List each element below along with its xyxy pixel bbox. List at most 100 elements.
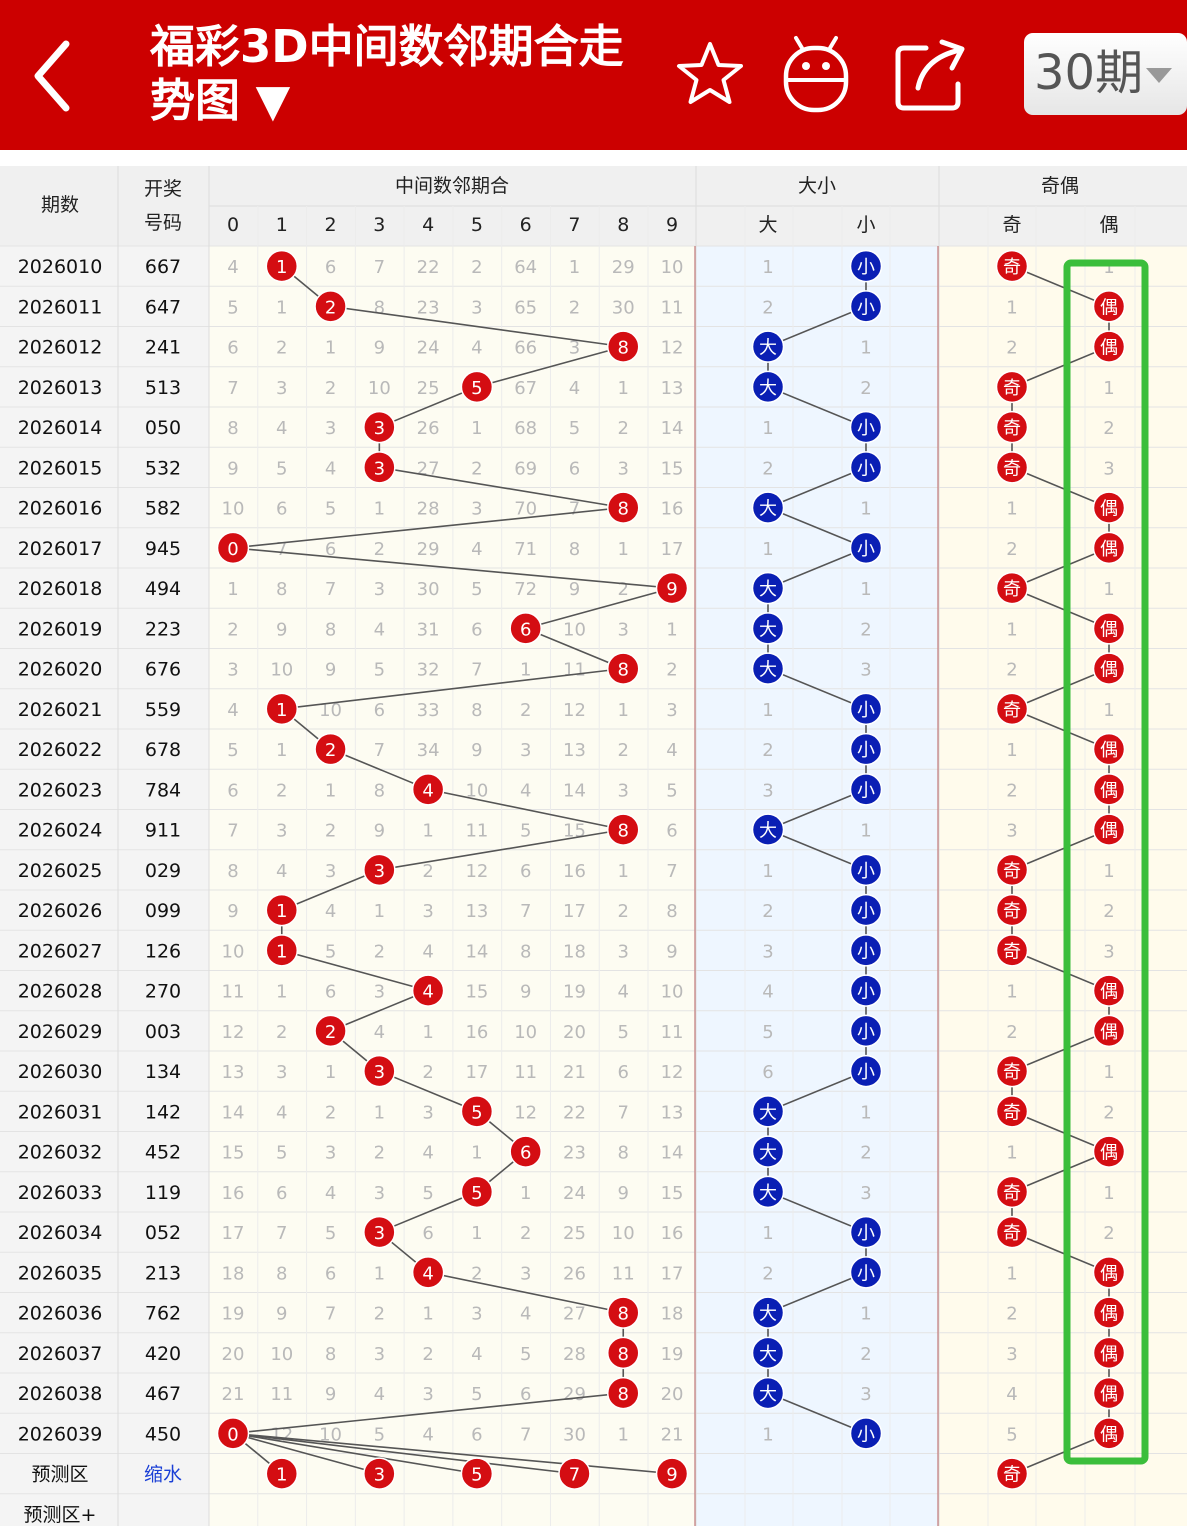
ball-label: 奇 xyxy=(1003,941,1021,962)
omission-number: 14 xyxy=(222,1102,245,1123)
ball-label: 大 xyxy=(759,378,777,399)
ball-label: 4 xyxy=(422,982,433,1003)
ball: 3 xyxy=(363,1215,396,1249)
period-cell: 2026029 xyxy=(18,1021,103,1043)
period-cell: 2026010 xyxy=(18,256,103,278)
omission-number: 10 xyxy=(270,660,293,681)
omission-number: 1 xyxy=(618,378,629,399)
ball-label: 偶 xyxy=(1100,780,1118,801)
ball-circle xyxy=(995,1457,1029,1490)
period-selector-label: 30期 xyxy=(1034,45,1144,101)
omission-number: 2 xyxy=(1103,901,1114,922)
omission-number: 6 xyxy=(325,539,336,560)
omission-number: 8 xyxy=(276,1263,287,1284)
forecast-line xyxy=(232,1432,673,1475)
ball: 偶 xyxy=(1092,732,1126,766)
omission-number: 7 xyxy=(520,1424,531,1445)
ball-circle xyxy=(509,612,542,645)
ball: 6 xyxy=(509,1135,542,1168)
draw-cell: 134 xyxy=(145,1061,181,1083)
omission-number: 1 xyxy=(1103,700,1114,721)
share-icon[interactable] xyxy=(890,34,970,114)
omission-number: 2 xyxy=(471,257,482,278)
omission-number: 1 xyxy=(666,619,677,640)
ball-label: 小 xyxy=(857,257,875,278)
omission-number: 22 xyxy=(563,1102,586,1123)
omission-number: 18 xyxy=(563,941,586,962)
ball-circle xyxy=(1092,330,1126,363)
draw-cell: 762 xyxy=(145,1303,181,1325)
ball-circle xyxy=(751,652,785,685)
ball-label: 0 xyxy=(227,1424,238,1445)
omission-number: 2 xyxy=(422,1062,433,1083)
omission-number: 2 xyxy=(762,901,773,922)
omission-number: 3 xyxy=(860,1183,871,1204)
omission-number: 6 xyxy=(325,1263,336,1284)
omission-number: 2 xyxy=(860,378,871,399)
ball-circle xyxy=(655,1457,689,1490)
omission-number: 5 xyxy=(520,821,531,842)
ball-circle xyxy=(995,1215,1029,1249)
period-cell: 2026023 xyxy=(18,779,103,801)
ball-label: 6 xyxy=(520,619,531,640)
omission-number: 1 xyxy=(1103,1062,1114,1083)
ball-label: 8 xyxy=(618,338,629,359)
ball: 奇 xyxy=(995,1457,1029,1490)
ball-circle xyxy=(606,1336,640,1370)
ball-label: 3 xyxy=(374,1223,385,1244)
ball-label: 偶 xyxy=(1100,821,1118,842)
ball-circle xyxy=(995,853,1029,887)
ball: 偶 xyxy=(1092,1135,1126,1168)
omission-number: 3 xyxy=(618,619,629,640)
ball-circle xyxy=(849,410,883,444)
ball: 3 xyxy=(363,410,396,444)
omission-number: 11 xyxy=(661,1022,684,1043)
ball-circle xyxy=(1092,491,1126,524)
draw-cell: 667 xyxy=(145,256,181,278)
omission-number: 1 xyxy=(618,861,629,882)
omission-number: 1 xyxy=(1006,499,1017,520)
omission-number: 28 xyxy=(417,499,440,520)
period-selector[interactable]: 30期 xyxy=(1024,33,1187,115)
ball: 小 xyxy=(849,290,883,323)
omission-number: 4 xyxy=(422,941,433,962)
android-icon[interactable] xyxy=(776,34,856,114)
omission-number: 64 xyxy=(514,257,537,278)
omission-number: 6 xyxy=(666,821,677,842)
omission-number: 5 xyxy=(374,1424,385,1445)
ball-label: 偶 xyxy=(1100,1384,1118,1405)
omission-number: 23 xyxy=(417,297,440,318)
omission-number: 7 xyxy=(325,579,336,600)
omission-number: 2 xyxy=(471,1263,482,1284)
omission-number: 1 xyxy=(227,579,238,600)
omission-number: 2 xyxy=(325,378,336,399)
omission-number: 7 xyxy=(276,1223,287,1244)
omission-number: 15 xyxy=(661,458,684,479)
omission-number: 8 xyxy=(325,1344,336,1365)
ball-label: 奇 xyxy=(1003,700,1021,721)
page-title[interactable]: 福彩3D中间数邻期合走势图 ▼ xyxy=(150,20,624,127)
omission-number: 2 xyxy=(374,539,385,560)
ball-circle xyxy=(849,451,883,484)
ball-label: 8 xyxy=(618,660,629,681)
omission-number: 2 xyxy=(1103,1223,1114,1244)
omission-number: 4 xyxy=(520,780,531,801)
omission-number: 8 xyxy=(666,901,677,922)
omission-number: 3 xyxy=(374,579,385,600)
omission-number: 18 xyxy=(661,1304,684,1325)
omission-number: 5 xyxy=(471,1384,482,1405)
omission-number: 8 xyxy=(276,579,287,600)
ball: 小 xyxy=(849,1215,883,1249)
omission-number: 2 xyxy=(1006,539,1017,560)
ball: 奇 xyxy=(995,934,1029,967)
back-arrow-icon[interactable] xyxy=(28,38,78,114)
ball-label: 奇 xyxy=(1003,418,1021,439)
ball: 3 xyxy=(363,451,396,484)
ball-circle xyxy=(849,249,883,283)
omission-number: 71 xyxy=(514,539,537,560)
ball: 大 xyxy=(751,1135,785,1168)
shrink-link[interactable]: 缩水 xyxy=(144,1464,182,1486)
star-icon[interactable] xyxy=(670,34,750,114)
draw-cell: 911 xyxy=(145,820,181,842)
